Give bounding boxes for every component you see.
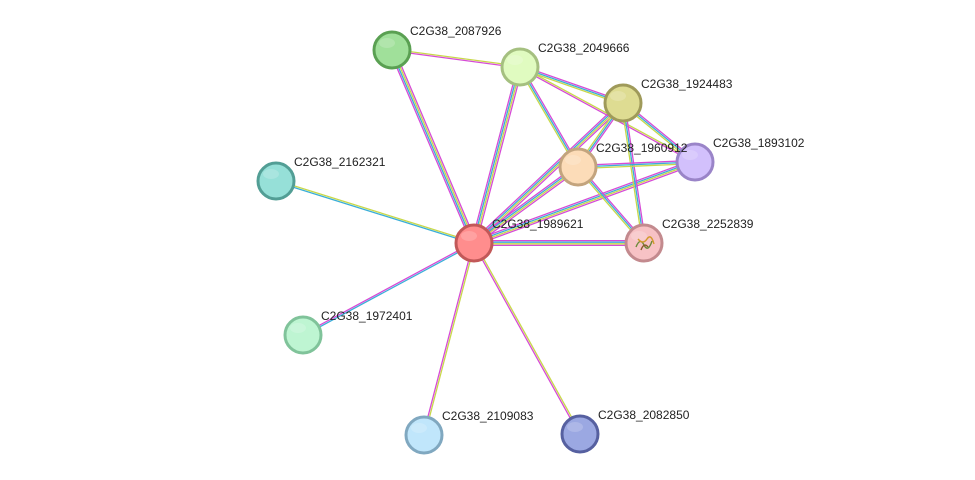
edge-C2G38_1924483-C2G38_2252839[interactable]: [620, 102, 647, 244]
edge-evidence-line: [474, 103, 624, 245]
node-label: C2G38_1972401: [321, 309, 413, 323]
node-C2G38_2252839[interactable]: [624, 223, 664, 263]
edge-evidence-line: [471, 66, 519, 243]
node-circle[interactable]: [256, 161, 296, 201]
edge-C2G38_1989621-C2G38_2049666[interactable]: [471, 66, 523, 244]
node-C2G38_2109083[interactable]: [404, 415, 444, 455]
edge-evidence-line: [390, 50, 474, 244]
node-highlight: [507, 55, 523, 65]
edge-evidence-line: [471, 100, 622, 242]
edge-evidence-line: [472, 164, 577, 242]
edge-C2G38_1989621-C2G38_2252839[interactable]: [474, 239, 644, 247]
edge-evidence-line: [620, 103, 644, 244]
edge-evidence-line: [276, 179, 475, 243]
node-highlight: [290, 323, 306, 333]
edge-evidence-line: [475, 67, 523, 244]
labels-layer: C2G38_1989621 C2G38_2087926C2G38_2049666C…: [294, 24, 805, 423]
node-circle[interactable]: [603, 83, 643, 123]
edge-C2G38_1989621-C2G38_1893102[interactable]: [472, 159, 697, 246]
node-circle[interactable]: [372, 30, 412, 70]
node-highlight: [565, 155, 581, 165]
edge-evidence-line: [472, 66, 520, 243]
node-circle[interactable]: [624, 223, 664, 263]
node-label: C2G38_2049666: [538, 41, 630, 55]
edge-evidence-line: [474, 163, 697, 246]
edge-evidence-line: [474, 162, 696, 245]
edge-evidence-line: [473, 165, 578, 243]
edge-C2G38_1989621-C2G38_2162321[interactable]: [275, 179, 475, 245]
edge-evidence-line: [475, 168, 580, 246]
edge-evidence-line: [424, 243, 476, 436]
node-C2G38_2162321[interactable]: [256, 161, 296, 201]
node-label: C2G38_2109083: [442, 409, 534, 423]
node-label: C2G38_2082850: [598, 408, 690, 422]
edge-C2G38_1989621-C2G38_1972401[interactable]: [302, 241, 475, 337]
node-label: C2G38_2162321: [294, 155, 386, 169]
edge-C2G38_1989621-C2G38_1960912[interactable]: [472, 164, 580, 246]
edge-C2G38_1989621-C2G38_2082850[interactable]: [472, 242, 582, 435]
node-highlight: [379, 38, 395, 48]
edge-evidence-line: [389, 50, 473, 245]
node-circle[interactable]: [558, 147, 598, 187]
edge-evidence-line: [392, 49, 476, 243]
edge-C2G38_1989621-C2G38_2109083[interactable]: [422, 242, 476, 436]
node-label: C2G38_1989621: [492, 217, 584, 231]
node-C2G38_1893102[interactable]: [675, 142, 715, 182]
node-C2G38_1960912[interactable]: [558, 147, 598, 187]
edge-C2G38_1960912-C2G38_1893102[interactable]: [577, 159, 696, 170]
structure-strand: [640, 244, 649, 251]
edge-evidence-line: [578, 162, 696, 170]
edge-evidence-line: [474, 67, 522, 244]
node-label: C2G38_2252839: [662, 217, 754, 231]
node-highlight: [263, 169, 279, 179]
node-C2G38_1924483[interactable]: [603, 83, 643, 123]
edge-evidence-line: [622, 102, 645, 244]
edge-evidence-line: [275, 181, 474, 245]
node-C2G38_1989621[interactable]: [454, 223, 494, 263]
node-circle[interactable]: [500, 47, 540, 87]
node-circle[interactable]: [560, 414, 600, 454]
node-label: C2G38_1924483: [641, 77, 733, 91]
edge-evidence-line: [577, 159, 695, 167]
node-highlight: [682, 150, 698, 160]
node-circle[interactable]: [454, 223, 494, 263]
node-label: C2G38_1893102: [713, 136, 805, 150]
edge-evidence-line: [472, 159, 695, 242]
edge-evidence-line: [473, 160, 695, 243]
node-circle[interactable]: [675, 142, 715, 182]
edge-C2G38_1989621-C2G38_2087926[interactable]: [389, 48, 477, 245]
edge-evidence-line: [392, 48, 521, 67]
node-label: C2G38_1960912: [596, 141, 688, 155]
edge-evidence-line: [474, 242, 582, 434]
edge-evidence-line: [474, 167, 579, 245]
node-highlight: [610, 91, 626, 101]
edge-evidence-line: [623, 102, 647, 243]
node-C2G38_2082850[interactable]: [560, 414, 600, 454]
edge-evidence-line: [393, 48, 477, 243]
node-C2G38_1972401[interactable]: [283, 315, 323, 355]
edge-C2G38_2087926-C2G38_2049666[interactable]: [391, 48, 521, 69]
edge-evidence-line: [519, 67, 695, 164]
edge-evidence-line: [391, 50, 520, 69]
edge-evidence-line: [303, 243, 475, 337]
node-circle[interactable]: [404, 415, 444, 455]
node-label: C2G38_2087926: [410, 24, 502, 38]
node-highlight: [411, 423, 427, 433]
node-C2G38_2049666[interactable]: [500, 47, 540, 87]
node-highlight: [567, 422, 583, 432]
nodes-layer: [256, 30, 715, 455]
edge-evidence-line: [473, 101, 623, 243]
edge-evidence-line: [422, 242, 474, 435]
edge-evidence-line: [302, 241, 474, 335]
edge-evidence-line: [472, 243, 580, 435]
edge-evidence-line: [577, 161, 696, 168]
node-highlight: [631, 231, 647, 241]
structure-strand: [637, 236, 655, 245]
node-highlight: [461, 231, 477, 241]
node-circle[interactable]: [283, 315, 323, 355]
protein-structure-icon: [635, 236, 655, 251]
node-C2G38_2087926[interactable]: [372, 30, 412, 70]
